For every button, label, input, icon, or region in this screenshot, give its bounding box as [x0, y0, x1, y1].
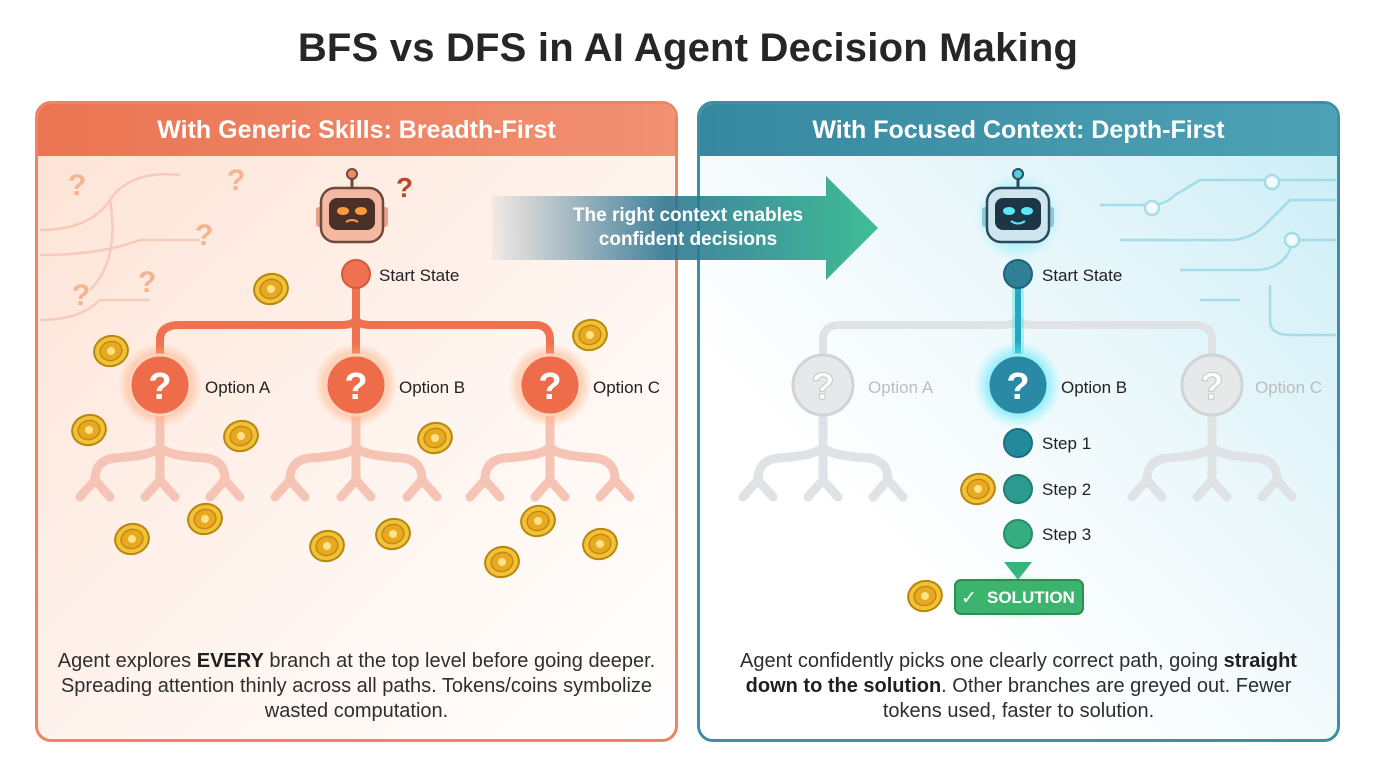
bfs-panel-header: With Generic Skills: Breadth-First — [38, 104, 675, 156]
dfs-desc-part2: . Other branches are greyed out. Fewer t… — [882, 675, 1292, 722]
dfs-desc-part1: Agent confidently picks one clearly corr… — [740, 650, 1224, 672]
dfs-desc-bold: straight down to the solution — [745, 650, 1297, 697]
bfs-description: Agent explores EVERY branch at the top l… — [56, 649, 657, 724]
dfs-panel-header: With Focused Context: Depth-First — [700, 104, 1337, 156]
bfs-desc-bold: EVERY — [196, 650, 264, 672]
bfs-panel: With Generic Skills: Breadth-First Agent… — [35, 101, 678, 742]
dfs-panel: With Focused Context: Depth-First Agent … — [697, 101, 1340, 742]
bfs-desc-part1: Agent explores — [57, 650, 197, 672]
bfs-desc-part2: branch at the top level before going dee… — [60, 650, 656, 722]
page-title: BFS vs DFS in AI Agent Decision Making — [297, 26, 1079, 70]
dfs-description: Agent confidently picks one clearly corr… — [718, 649, 1319, 724]
